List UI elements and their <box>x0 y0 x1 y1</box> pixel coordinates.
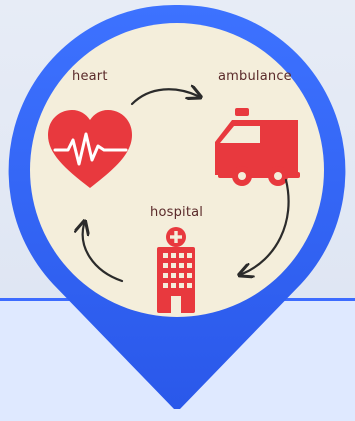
heart-label: heart <box>72 69 108 84</box>
arrow-heart-to-ambulance <box>130 89 198 106</box>
ambulance-label: ambulance <box>218 69 292 84</box>
hospital-label: hospital <box>150 205 203 220</box>
heart-with-ecg-line-icon <box>48 110 132 188</box>
arrow-hospital-to-heart <box>83 224 124 283</box>
ambulance-icon <box>215 108 300 186</box>
pin-inner-circle <box>30 23 324 317</box>
map-pin-badge <box>8 4 346 409</box>
arrow-ambulance-to-hospital <box>242 178 290 274</box>
hospital-building-icon <box>157 227 195 313</box>
